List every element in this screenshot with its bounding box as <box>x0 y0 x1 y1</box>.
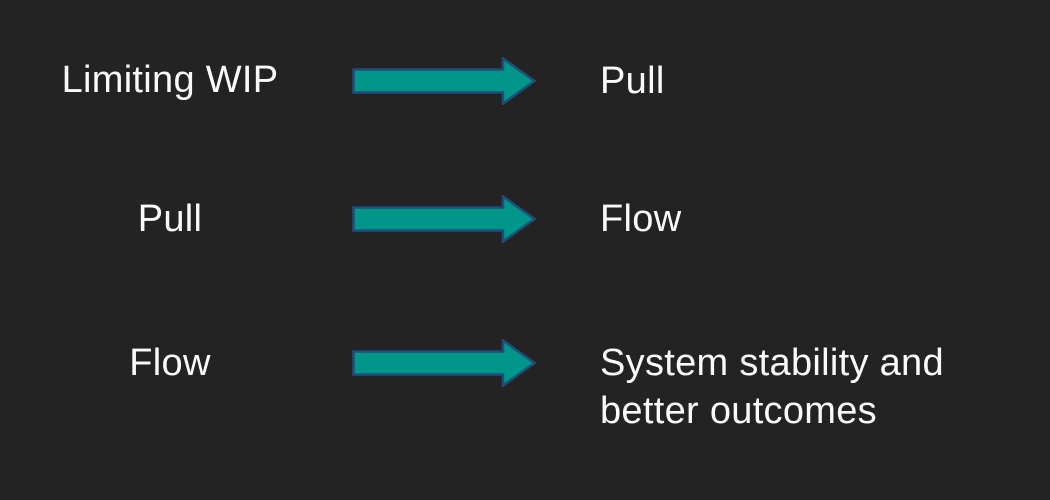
flow-target-pull: Pull <box>600 60 665 102</box>
right-arrow-icon <box>352 57 537 105</box>
flow-target-flow: Flow <box>600 198 682 240</box>
right-arrow-icon <box>352 339 537 387</box>
right-arrow-icon <box>352 195 537 243</box>
flow-source-limiting-wip: Limiting WIP <box>61 59 279 101</box>
flow-source-pull: Pull <box>137 198 203 240</box>
flow-target-system-stability: System stability and better outcomes <box>600 342 944 432</box>
flow-source-flow: Flow <box>129 342 211 384</box>
